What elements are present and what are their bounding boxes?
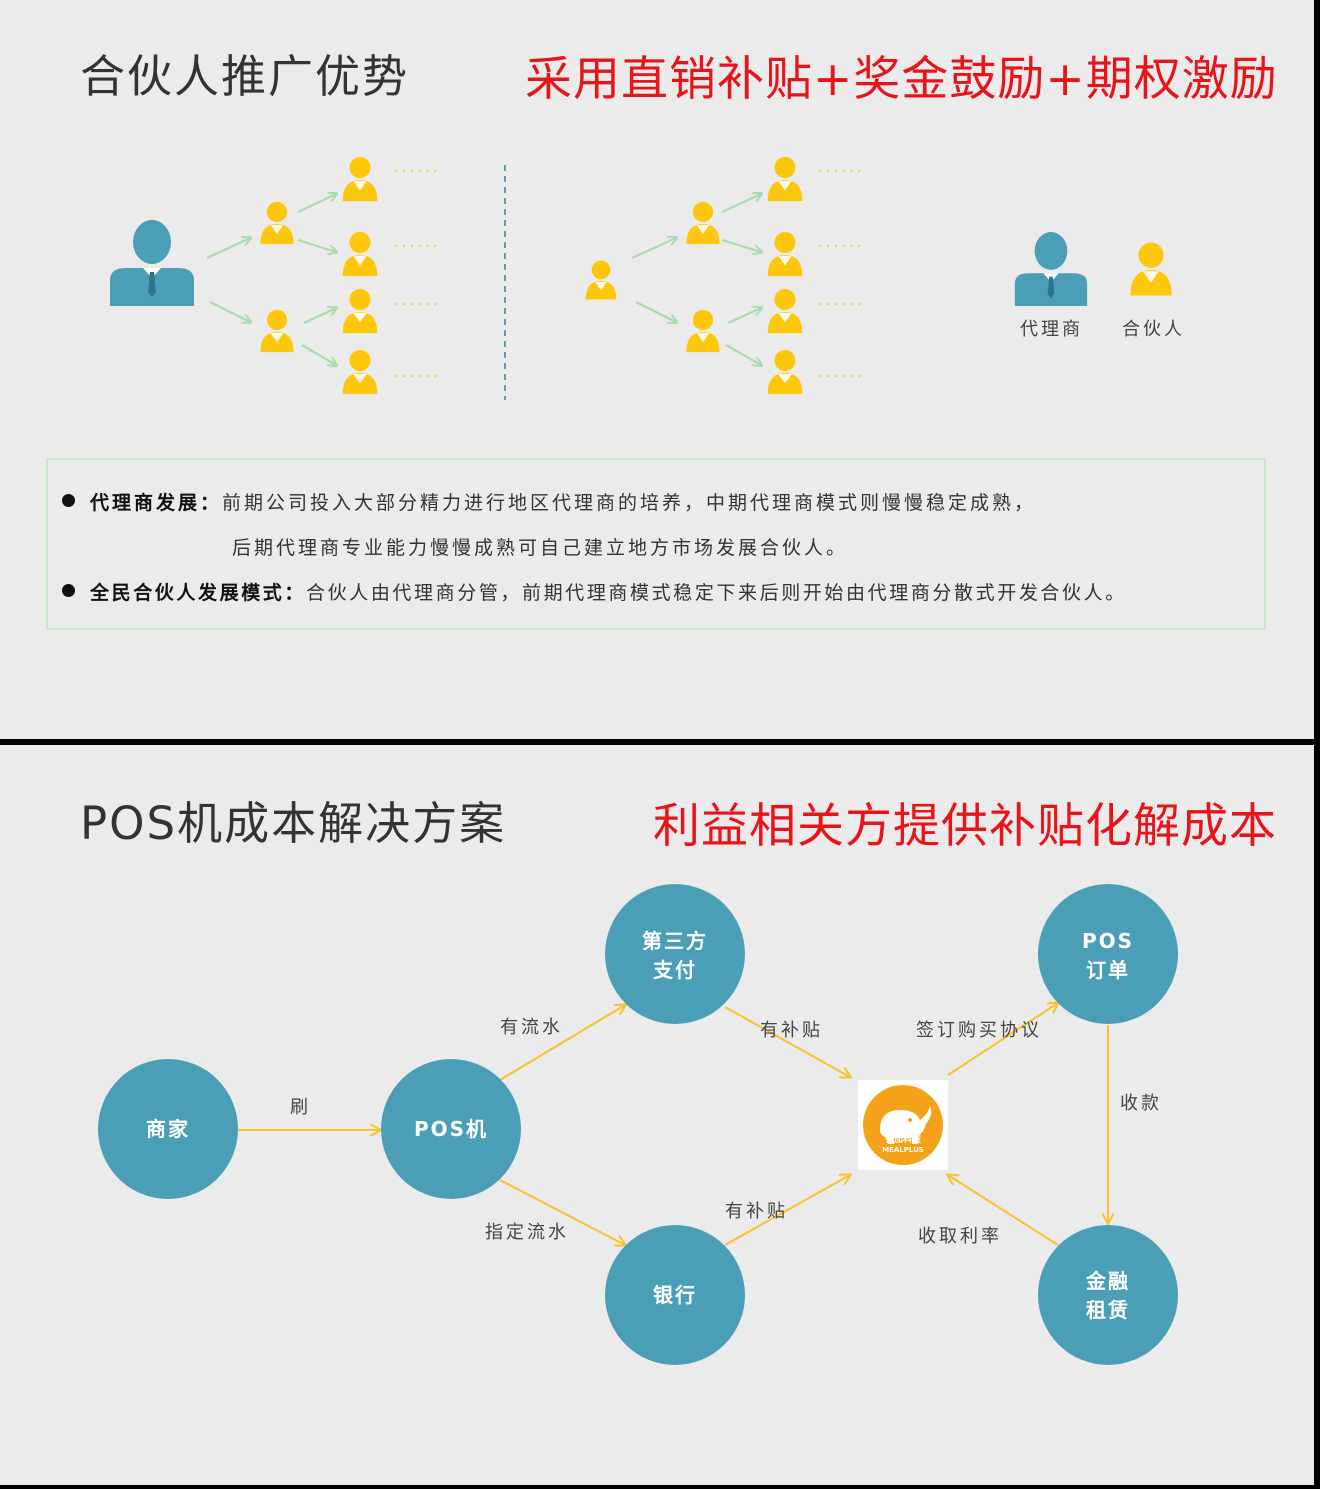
note-agent-development: 代理商发展：前期公司投入大部分精力进行地区代理商的培养，中期代理商模式则慢慢稳定… <box>90 488 1036 515</box>
flow-arrow <box>297 194 336 213</box>
ellipsis: ...... <box>394 158 441 176</box>
edge-label-sign-agreement: 签订购买协议 <box>916 1020 1042 1041</box>
node-bank <box>605 1225 745 1365</box>
section1-slogan: 采用直销补贴+奖金鼓励+期权激励 <box>525 52 1278 107</box>
section1-title: 合伙人推广优势 <box>80 50 410 103</box>
note-partner-model: 全民合伙人发展模式：合伙人由代理商分管，前期代理商模式稳定下来后则开始由代理商分… <box>90 578 1127 605</box>
flow-arrow <box>635 301 676 322</box>
edge-subsidy-third <box>724 1006 850 1077</box>
legend-agent-label: 代理商 <box>1020 319 1083 340</box>
node-leasing <box>1038 1225 1178 1365</box>
note-text: 合伙人由代理商分管，前期代理商模式稳定下来后则开始由代理商分散式开发合伙人。 <box>306 582 1127 604</box>
node-merchant-label: 商家 <box>146 1117 190 1141</box>
edge-designated-flow <box>499 1179 625 1245</box>
ellipsis: ...... <box>818 291 865 309</box>
flow-arrow <box>303 308 336 324</box>
legend-partner-label: 合伙人 <box>1122 319 1185 340</box>
ellipsis: ...... <box>818 363 865 381</box>
node-pos-order-label: POS 订单 <box>1081 929 1135 982</box>
flow-arrow <box>631 238 676 260</box>
legend-partner-icon <box>1130 242 1172 296</box>
note-text: 前期公司投入大部分精力进行地区代理商的培养，中期代理商模式则慢慢稳定成熟， <box>222 492 1037 514</box>
edge-label-collect-payment: 收款 <box>1120 1093 1162 1114</box>
ellipsis: ...... <box>394 233 441 251</box>
edge-label-has-flow: 有流水 <box>500 1017 563 1038</box>
flow-arrow <box>209 301 250 322</box>
flow-arrow <box>721 194 761 213</box>
partner-person-icon <box>342 231 378 277</box>
partner-person-icon <box>585 260 617 300</box>
edge-subsidy-bank <box>724 1175 850 1246</box>
flow-arrow <box>297 238 336 252</box>
note-heading: 全民合伙人发展模式： <box>90 582 307 604</box>
partner-person-icon <box>686 201 720 245</box>
partner-person-icon <box>767 156 803 202</box>
section2-slogan: 利益相关方提供补贴化解成本 <box>653 799 1277 854</box>
logo-text-cn: 餐加科技 <box>884 1135 921 1145</box>
ellipsis: ...... <box>818 158 865 176</box>
partner-person-icon <box>767 349 803 395</box>
partner-person-icon <box>342 349 378 395</box>
edge-collect-interest <box>948 1175 1059 1246</box>
elephant-logo-icon <box>863 1085 943 1165</box>
section2-title: POS机成本解决方案 <box>80 797 507 850</box>
partner-person-icon <box>342 156 378 202</box>
partner-person-icon <box>767 231 803 277</box>
partner-promotion-panel: 合伙人推广优势 采用直销补贴+奖金鼓励+期权激励 <box>0 0 1314 739</box>
agent-tree <box>110 156 378 395</box>
legend-agent-icon <box>1014 232 1088 306</box>
partner-tree-diagram <box>110 156 1172 400</box>
pos-flow-diagram <box>98 884 1178 1365</box>
node-pos-label: POS机 <box>413 1117 489 1141</box>
flow-arrow <box>206 238 250 259</box>
flow-arrow <box>301 344 336 365</box>
partner-person-icon <box>342 288 378 334</box>
node-bank-label: 银行 <box>653 1283 697 1307</box>
node-leasing-label: 金融 租赁 <box>1086 1269 1130 1322</box>
node-merchant <box>98 1059 238 1199</box>
edge-label-collect-interest: 收取利率 <box>918 1226 1002 1247</box>
bullet-icon <box>62 494 75 507</box>
node-third-party-label: 第三方 支付 <box>642 929 708 982</box>
partner-person-icon <box>686 309 720 353</box>
flow-arrow <box>725 344 761 365</box>
notes-box <box>46 458 1266 630</box>
edge-label-designated-flow: 指定流水 <box>485 1222 569 1243</box>
agent-person-icon <box>110 220 194 306</box>
edge-label-swipe: 刷 <box>290 1097 311 1118</box>
edge-label-subsidy-bank: 有补贴 <box>725 1201 788 1222</box>
ellipsis: ...... <box>394 291 441 309</box>
pos-cost-panel: POS机成本解决方案 利益相关方提供补贴化解成本 商家 POS机 第三方 支付 … <box>0 745 1314 1485</box>
edge-sign-agreement <box>947 1003 1058 1076</box>
edge-has-flow <box>499 1005 625 1081</box>
mealplus-logo: 餐加科技 MEALPLUS <box>858 1080 948 1170</box>
ellipsis: ...... <box>818 233 865 251</box>
note-continuation: 后期代理商专业能力慢慢成熟可自己建立地方市场发展合伙人。 <box>232 537 849 559</box>
note-heading: 代理商发展： <box>90 492 223 514</box>
node-pos <box>381 1059 521 1199</box>
partner-tree <box>585 156 803 395</box>
flow-arrow <box>721 238 761 252</box>
ellipsis: ...... <box>394 363 441 381</box>
logo-text-en: MEALPLUS <box>882 1146 924 1154</box>
flow-arrow <box>727 308 761 325</box>
partner-person-icon <box>260 201 294 245</box>
partner-person-icon <box>260 309 294 353</box>
node-pos-order <box>1038 884 1178 1024</box>
edge-label-subsidy-third: 有补贴 <box>760 1020 823 1041</box>
node-third-party <box>605 884 745 1024</box>
partner-person-icon <box>767 288 803 334</box>
bullet-icon <box>62 584 75 597</box>
